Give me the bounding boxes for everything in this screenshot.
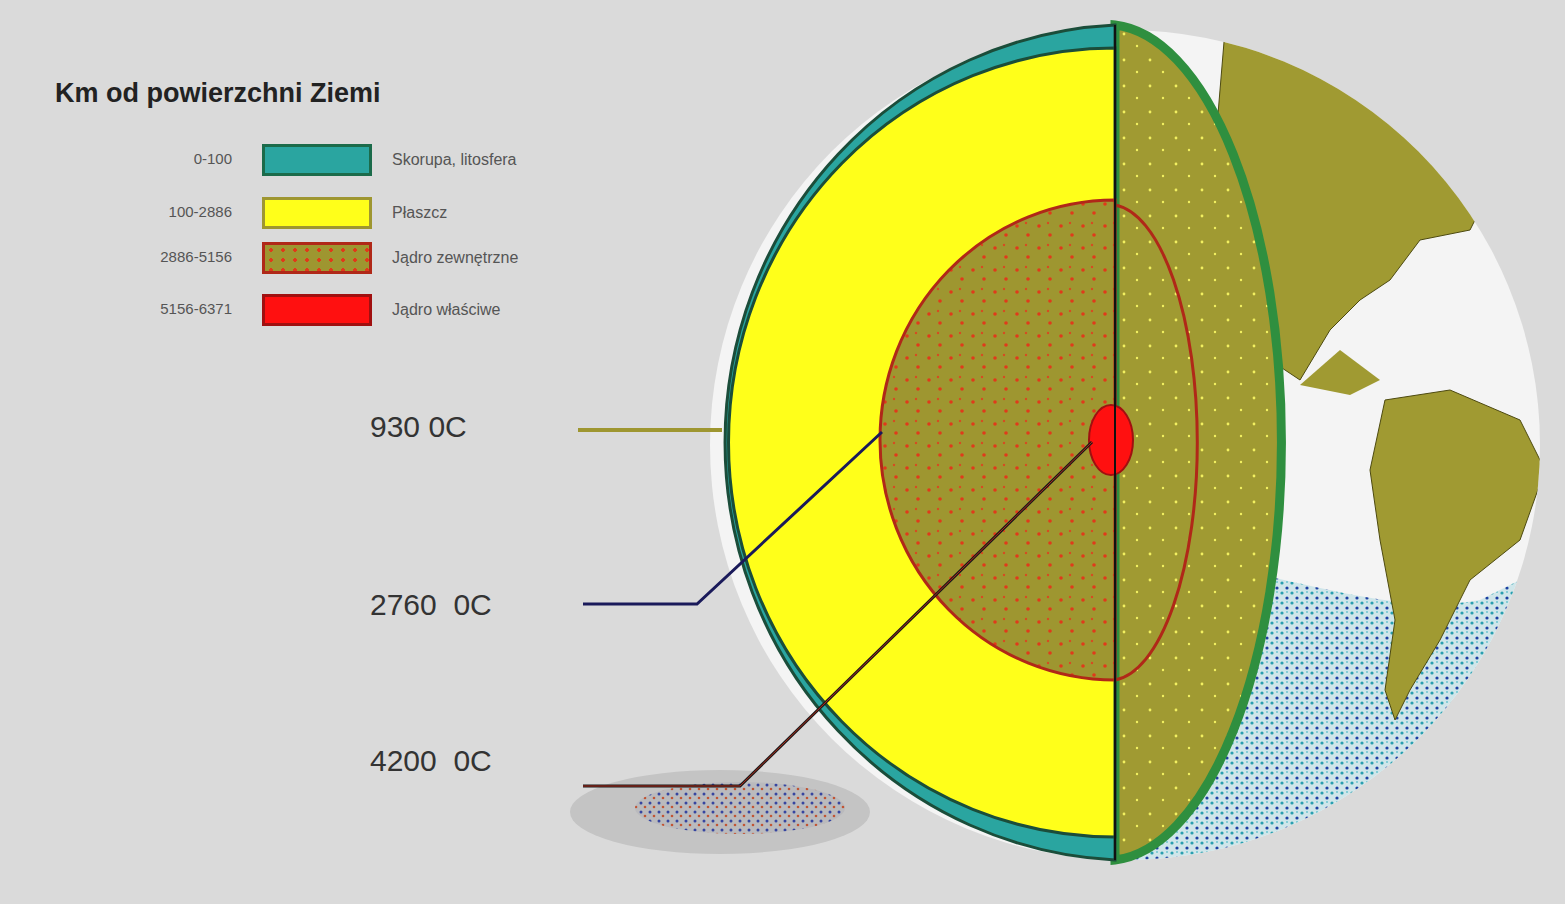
legend-label: Jądro właściwe bbox=[392, 301, 500, 319]
legend-swatch bbox=[262, 197, 372, 229]
depth-range: 0-100 bbox=[194, 150, 232, 167]
legend-swatch bbox=[262, 144, 372, 176]
leader-line-accent bbox=[583, 442, 1092, 786]
temperature-label: 4200 0C bbox=[370, 744, 492, 778]
leader-line bbox=[583, 442, 1092, 786]
legend-swatch bbox=[262, 242, 372, 274]
legend-label: Jądro zewnętrzne bbox=[392, 249, 518, 267]
legend-row: Jądro właściwe bbox=[0, 294, 640, 334]
mantle-face bbox=[729, 48, 1115, 837]
temperature-label: 2760 0C bbox=[370, 588, 492, 622]
south-america bbox=[1370, 390, 1545, 720]
leader-line bbox=[583, 432, 882, 604]
temperature-label: 930 0C bbox=[370, 410, 467, 444]
shadow-speckle bbox=[635, 782, 845, 834]
shadow bbox=[570, 770, 870, 854]
greenland bbox=[1300, 30, 1400, 70]
legend-label: Skorupa, litosfera bbox=[392, 151, 517, 169]
depth-range: 100-2886 bbox=[169, 203, 232, 220]
inner-core bbox=[1089, 405, 1133, 475]
legend-row: Płaszcz bbox=[0, 197, 640, 237]
axis-line bbox=[1114, 25, 1116, 860]
central-america bbox=[1300, 350, 1380, 395]
legend-label: Płaszcz bbox=[392, 204, 447, 222]
legend-row: Skorupa, litosfera bbox=[0, 144, 640, 184]
leader-line bbox=[578, 428, 722, 432]
diagram-title: Km od powierzchni Ziemi bbox=[55, 78, 381, 109]
legend-swatch bbox=[262, 294, 372, 326]
cut-face-right bbox=[1115, 25, 1281, 860]
outer-core-face bbox=[880, 200, 1115, 680]
legend-row: Jądro zewnętrzne bbox=[0, 242, 640, 282]
depth-range: 5156-6371 bbox=[160, 300, 232, 317]
crust-face bbox=[725, 25, 1115, 860]
depth-range: 2886-5156 bbox=[160, 248, 232, 265]
